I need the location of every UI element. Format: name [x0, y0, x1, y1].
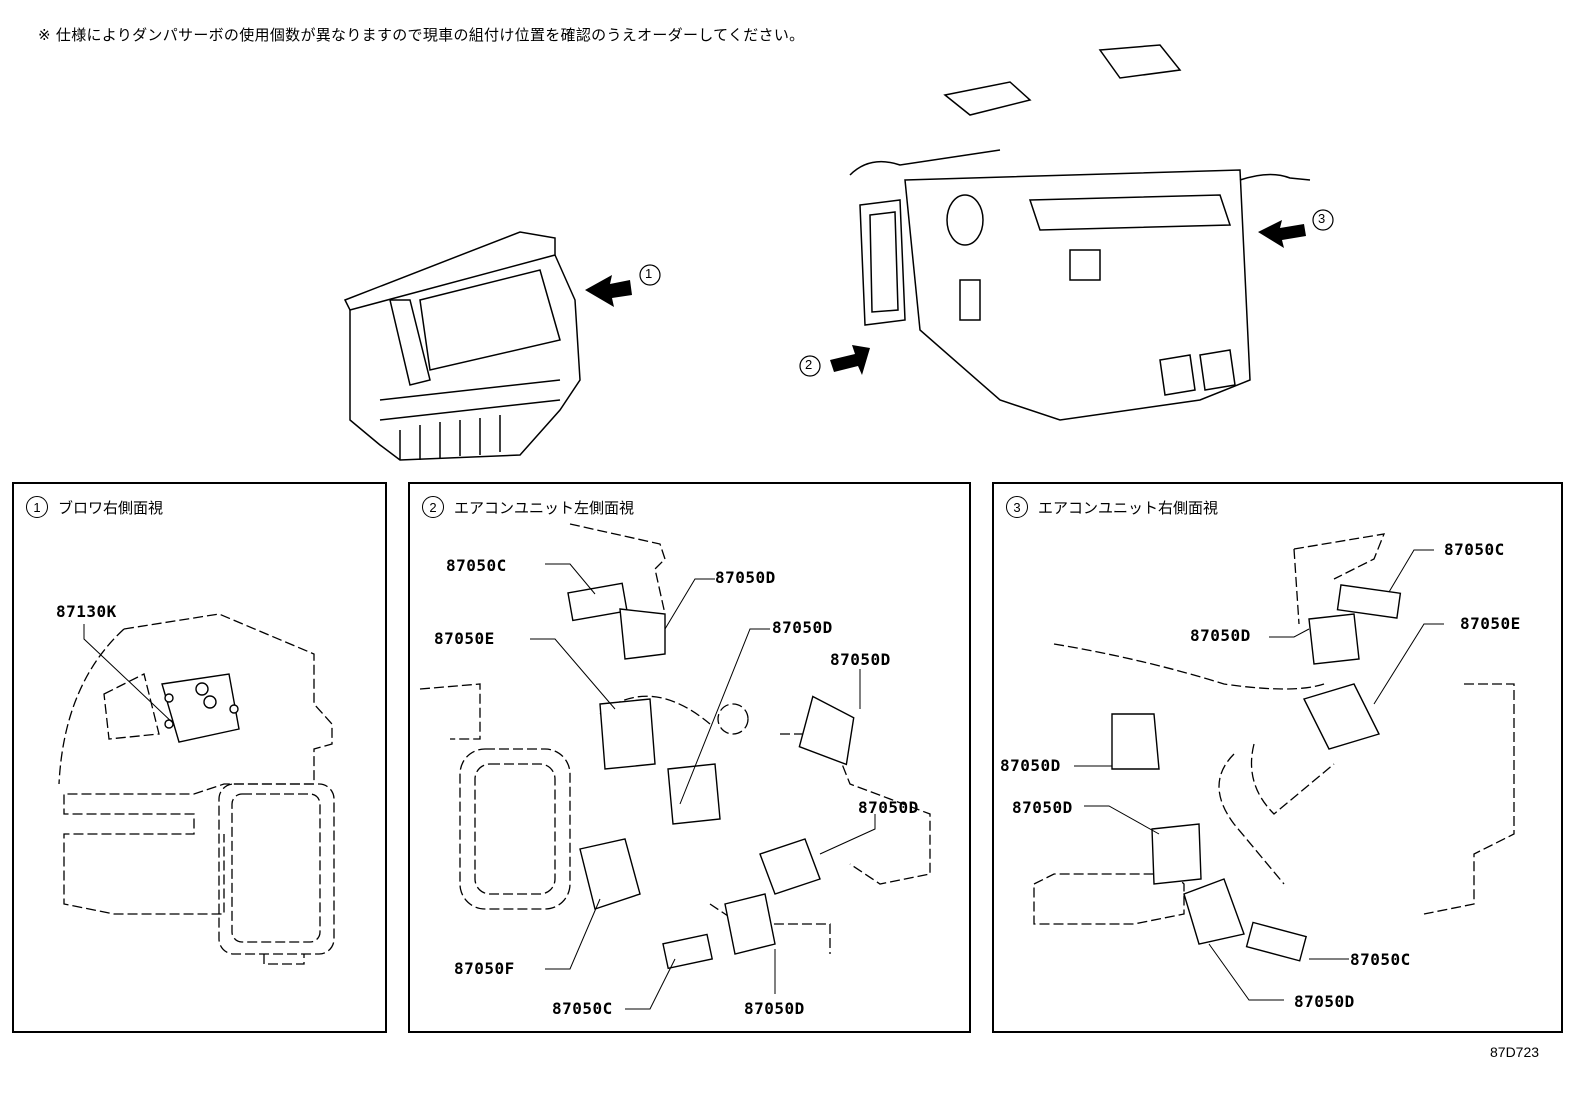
part-label-87050D[interactable]: 87050D: [1000, 756, 1061, 775]
arrow-1-icon: [585, 275, 632, 307]
overview-callout-3[interactable]: 3: [1318, 211, 1326, 226]
ac-right-detail-drawing: [1033, 533, 1515, 1001]
part-label-87050D[interactable]: 87050D: [858, 798, 919, 817]
blower-unit-drawing: [343, 231, 581, 461]
arrow-3-icon: [1258, 220, 1306, 248]
part-label-87050D[interactable]: 87050D: [830, 650, 891, 669]
part-label-87050E[interactable]: 87050E: [434, 629, 495, 648]
part-label-87050C[interactable]: 87050C: [1350, 950, 1411, 969]
panel-number-badge: 3: [1006, 496, 1028, 518]
order-note: ※ 仕様によりダンパサーボの使用個数が異なりますので現車の組付け位置を確認のうえ…: [38, 26, 805, 44]
panel-blower-right-view: 1 ブロワ右側面視 87130K: [12, 482, 387, 1033]
callout-circle-icon: [639, 209, 1334, 377]
part-label-87050C[interactable]: 87050C: [552, 999, 613, 1018]
panel-number-badge: 2: [422, 496, 444, 518]
panel-title: 2 エアコンユニット左側面視: [422, 496, 634, 518]
panel-ac-unit-left-view: 2 エアコンユニット左側面視: [408, 482, 971, 1033]
part-label-87130K[interactable]: 87130K: [56, 602, 117, 621]
part-label-87050D[interactable]: 87050D: [772, 618, 833, 637]
part-label-87050C[interactable]: 87050C: [446, 556, 507, 575]
part-label-87050F[interactable]: 87050F: [454, 959, 515, 978]
part-label-87050D[interactable]: 87050D: [715, 568, 776, 587]
part-label-87050E[interactable]: 87050E: [1460, 614, 1521, 633]
panel-title: 1 ブロワ右側面視: [26, 496, 163, 518]
overview-callout-2[interactable]: 2: [805, 357, 813, 372]
part-label-87050D[interactable]: 87050D: [1012, 798, 1073, 817]
panel-title: 3 エアコンユニット右側面視: [1006, 496, 1218, 518]
part-label-87050D[interactable]: 87050D: [1294, 992, 1355, 1011]
part-label-87050D[interactable]: 87050D: [744, 999, 805, 1018]
diagram-reference-code: 87D723: [1490, 1044, 1540, 1060]
panel-ac-unit-right-view: 3 エアコンユニット右側面視: [992, 482, 1563, 1033]
part-label-87050C[interactable]: 87050C: [1444, 540, 1505, 559]
panel-title-text: ブロワ右側面視: [58, 498, 164, 517]
blower-detail-drawing: [58, 613, 335, 965]
panel-title-text: エアコンユニット右側面視: [1038, 498, 1219, 517]
ac-unit-drawing: [849, 44, 1311, 421]
panel-title-text: エアコンユニット左側面視: [454, 498, 635, 517]
panel-number-badge: 1: [26, 496, 48, 518]
overview-illustration: [343, 44, 1334, 461]
part-label-87050D[interactable]: 87050D: [1190, 626, 1251, 645]
arrow-2-icon: [830, 345, 870, 375]
ac-left-detail-drawing: [419, 523, 931, 1010]
overview-callout-1[interactable]: 1: [645, 266, 653, 281]
